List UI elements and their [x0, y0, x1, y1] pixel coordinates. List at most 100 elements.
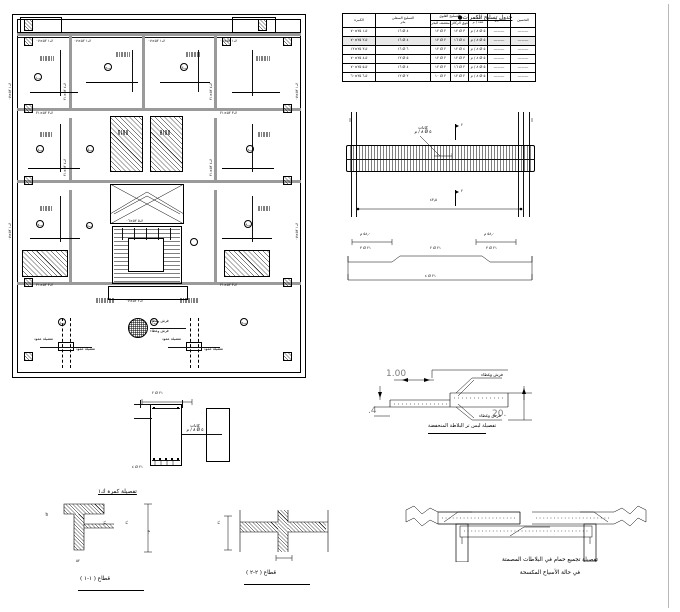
cell-top-mid: ٢ Ø ١٢ [429, 36, 452, 46]
beam-label-mid-3: ك٣ ٢٥×١٢ [36, 283, 53, 287]
span-label: ٥٫٣٤ [430, 198, 437, 202]
slab-mark-4: ب٤ [36, 145, 44, 153]
column-corner-ml [24, 104, 33, 113]
mesh-symbol-icon [128, 318, 148, 338]
slab-step-dim-thick: .4 [368, 406, 377, 416]
column-bottom-right [283, 352, 292, 361]
cell-top-mid: ٢ Ø ١٢ [429, 54, 452, 64]
cell-improve: ——— [510, 45, 536, 55]
bar-dim-right [475, 239, 517, 245]
rebar-annotation-group-9 [118, 130, 128, 135]
column-note-left: تفصيلة عمود [34, 337, 53, 341]
rebar-annotation-group-1 [40, 56, 54, 61]
slab-rebar-1 [30, 92, 78, 94]
wall-v-1 [69, 36, 72, 108]
slab-mark-10: ب١٠ [150, 318, 158, 326]
wall-v-2 [142, 36, 145, 108]
rebar-annotation-group-5 [40, 132, 52, 137]
column-note-right: تفصيلة عمود [162, 337, 181, 341]
rebar-annotation-group-3 [186, 52, 200, 57]
slab-mark-12: ب٢ [240, 318, 248, 326]
beam-label-top-4: ك١ ٢٥×٧٠ [36, 39, 53, 43]
cell-stirrups: ٥ Ø ٨ / م [468, 27, 488, 37]
header-beam-name: الكمرة [342, 13, 376, 28]
column-corner-tr [283, 37, 292, 46]
cell-top-support: ٤ Ø ١٦ [450, 36, 469, 46]
table-row: ——— ——— ٥ Ø ٨ / م ٤ Ø ١٦ ٢ Ø ١٢ ٤ Ø ١٦ ك… [342, 36, 536, 46]
cell-top-mid: ٢ Ø ١٢ [429, 45, 452, 55]
rebar-annotation-group-7 [40, 206, 52, 211]
cell-beam-name: ك٢ ٢٥×٧٠ [342, 36, 376, 46]
beam-label-mid-2: ك٣ ٢٥×١٢ [220, 111, 237, 115]
wall-h-1 [17, 108, 301, 111]
cell-beam-name: ك٣ ٢٥×١٢ [342, 45, 376, 55]
slab-rebar-5 [28, 168, 80, 170]
beam-section-side-block [206, 408, 230, 462]
slab-step-dim-width: 1.00 [386, 369, 407, 379]
cell-upper: ——— [487, 63, 511, 73]
lobby-void [110, 184, 184, 224]
beam-label-right-edge-2: ك١ ٢٥×٧٠ [295, 223, 299, 240]
slab-mark-8: ب٨ [86, 222, 93, 229]
slab-mark-1: ب١ [34, 73, 42, 81]
slab-step-geometry [374, 369, 532, 421]
beam-label-mid-4: ك٣ ٢٥×١٢ [220, 283, 237, 287]
bar-top-left-label: ١٢ Ø ٣ [360, 246, 371, 250]
section-flag-top-pole [455, 124, 456, 140]
slab-mark-5: ب٥ [86, 145, 94, 153]
cell-improve: ——— [510, 54, 536, 64]
slab-rebar-2 [86, 82, 138, 84]
bath-detail-caption-2: في حالة الأسياخ المكسحة [519, 570, 581, 576]
cell-beam-name: ك٥ ٢٥×٧٠ [342, 63, 376, 73]
slab-rebar-7 [30, 238, 80, 240]
column-top-left [20, 17, 62, 33]
bar-dim-left-label: ٠٫٨٥ م [360, 232, 371, 236]
cell-upper: ——— [487, 54, 511, 64]
cell-beam-name: ك٤ ٢٥×٧٠ [342, 54, 376, 64]
header-top-support: فوق الركائز [450, 20, 469, 28]
bar-dim-left [351, 239, 393, 245]
void-cross-icon [110, 184, 184, 224]
slab-rebar-3 [160, 82, 210, 84]
beam-section-outline [150, 404, 182, 466]
header-upper: العلوي [487, 13, 511, 28]
stair-entry-roof [109, 191, 185, 215]
cell-top-support: ٢ Ø ١٢ [450, 72, 469, 82]
header-improve: التحسين [510, 13, 536, 28]
cell-top-mid: ٢ Ø ١٢ [429, 27, 452, 37]
mesh-note: فرش وغطاء [150, 319, 169, 323]
bath-left [22, 250, 68, 277]
rebar-annotation-group-8 [258, 206, 270, 211]
cell-bottom: ٢ Ø ١٢ [375, 72, 431, 82]
cell-upper: ——— [487, 45, 511, 55]
slab-step-note-top: فرش وغطاء [481, 372, 503, 377]
cell-upper: ——— [487, 36, 511, 46]
cell-stirrups: ٥ Ø ٨ / م [468, 54, 488, 64]
column-top-right-core [258, 19, 267, 31]
beam-detail-title: تفصيلة كمرة ك١ [98, 489, 137, 495]
slab-mark-3: ب٣ [180, 63, 188, 71]
section-2-2-label: قطاع ( ٢-٢ ) [246, 570, 277, 576]
wall-h-2 [17, 180, 301, 183]
column-top-right [232, 17, 276, 33]
column-corner-lr [283, 176, 292, 185]
section-flag-bot-pole [455, 190, 456, 206]
plan-outer-frame [12, 14, 306, 378]
cell-stirrups: ٥ Ø ٨ / م [468, 63, 488, 73]
beam-label-top-1: ك١ ٢٥×٧٠ [74, 39, 91, 43]
cell-top-mid: ٢ Ø ١٢ [429, 63, 452, 73]
column-bottom-left [24, 352, 33, 361]
section-1-1-label: قطاع ( ١-١ ) [80, 576, 111, 582]
rebar-annotation-group-11 [96, 298, 114, 303]
table-row: ——— ——— ٥ Ø ٨ / م ٣ Ø ١٢ ٢ Ø ١٢ ٤ Ø ١٦ ك… [342, 27, 536, 37]
column-corner-br [283, 278, 292, 287]
slab-mark-6: ب٦ [246, 145, 254, 153]
slab-step-caption: تفصيلة لبس تر البلاطة المنخفضة [428, 423, 497, 429]
wall-v-4 [69, 118, 72, 180]
beam-band-top [17, 33, 301, 36]
beam-stirrups [350, 146, 531, 171]
section-1-1-hatch-top [64, 504, 104, 514]
column-note-right-2: تفصيلة عمود [204, 347, 223, 351]
section-flag-bot-head [455, 190, 459, 194]
